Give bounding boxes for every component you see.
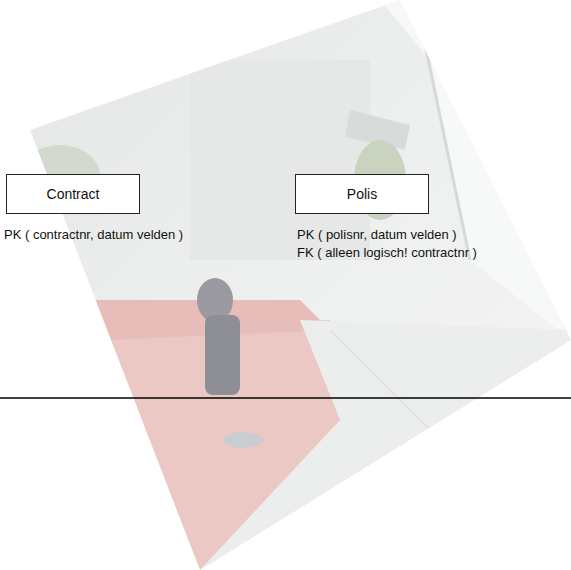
entity-box: Contract [6, 174, 140, 214]
box-content: Polis [347, 186, 377, 202]
separator-line [0, 397, 571, 399]
entity-name: Contract [47, 186, 100, 202]
key-note: FK ( alleen logisch! contractnr ) [297, 245, 477, 260]
entity-name: Polis [347, 186, 377, 202]
key-note: PK ( polisnr, datum velden ) [297, 227, 457, 242]
box-content: Contract [47, 186, 100, 202]
entity-box: Polis [295, 174, 429, 214]
key-note: PK ( contractnr, datum velden ) [4, 227, 183, 242]
